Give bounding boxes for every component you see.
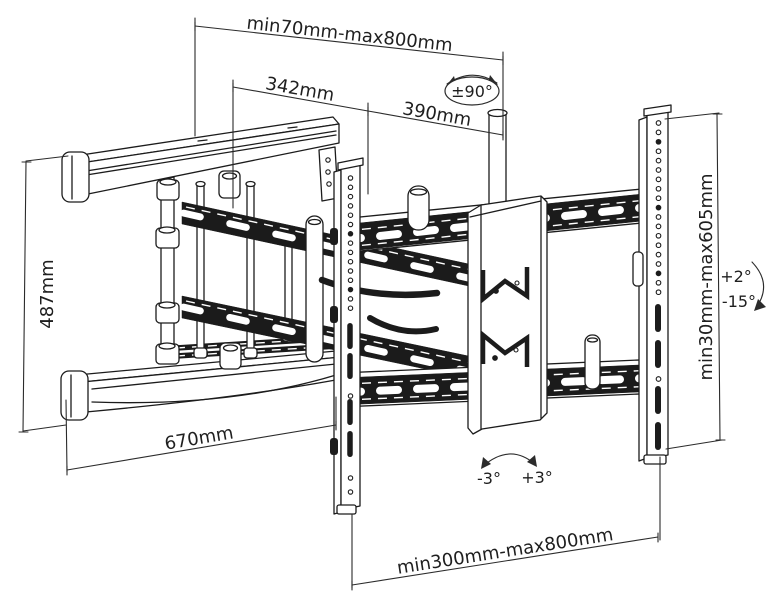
mount-hole [347, 258, 354, 265]
mount-hole [655, 251, 662, 258]
upper-arm [61, 116, 340, 203]
tv-bracket-right-rail [632, 104, 672, 465]
band-slot [598, 206, 624, 216]
level-annotation: -3° +3° [477, 453, 553, 488]
mount-hole [655, 214, 662, 220]
level-pos-label: +3° [521, 468, 553, 487]
band-slot [410, 355, 434, 367]
mount-hole [347, 249, 354, 256]
band-slot [180, 209, 204, 221]
mount-hole [347, 221, 354, 228]
mount-hole [347, 231, 354, 237]
mount-hole [655, 120, 662, 126]
tilt-up-label: +2° [720, 267, 752, 286]
dim-top-label: min70mm-max800mm [246, 13, 454, 57]
rail-slot [347, 353, 353, 379]
mount-hole [347, 305, 354, 311]
tv-bracket-left-rail [330, 157, 364, 515]
mount-hole [347, 277, 354, 284]
dimension-bottom-width: min300mm-max800mm [351, 456, 661, 591]
level-arrow-right-icon [527, 455, 537, 467]
band-slot [226, 220, 250, 231]
band-slot [272, 324, 296, 336]
mount-hole [347, 184, 354, 191]
band-slot [180, 303, 204, 315]
hinge-bracket [318, 146, 339, 202]
mount-hole [347, 296, 354, 302]
rail-slot [655, 422, 661, 450]
arm-hinge-plate [155, 176, 180, 365]
linkage-posts [193, 170, 296, 370]
mount-hole [655, 167, 662, 173]
mount-hole [655, 185, 662, 192]
rail-slot [655, 304, 661, 332]
wall-plate-bracket [467, 108, 548, 435]
mount-hole [655, 376, 662, 382]
pivot-shaft [305, 215, 324, 363]
swivel-annotation: ±90° [444, 74, 500, 106]
swivel-label: ±90° [451, 82, 493, 101]
mount-hole [655, 195, 662, 202]
rail-spacer-cylinder [584, 334, 601, 390]
lower-chevron [480, 330, 530, 367]
band-slot [561, 210, 587, 220]
mount-hole [347, 268, 354, 274]
upper-chevron [480, 267, 530, 304]
mount-hole [655, 138, 662, 145]
level-arrow-left-icon [481, 457, 491, 469]
mount-hole [347, 286, 354, 293]
rail-slot [347, 399, 353, 425]
dim-right-label: min30mm-max605mm [696, 173, 717, 380]
mount-hole [655, 223, 662, 230]
mount-hole [655, 270, 662, 277]
mount-hole [347, 212, 354, 218]
band-slot [364, 251, 388, 263]
mount-hole [655, 157, 662, 164]
band-slot [598, 375, 624, 385]
band-slot [410, 262, 434, 273]
dimension-right-height: min30mm-max605mm [664, 112, 726, 450]
dim-487-label: 487mm [37, 259, 58, 328]
mount-hole [655, 279, 662, 286]
dim-670-label: 670mm [163, 422, 235, 454]
tilt-arrow-icon [754, 299, 766, 311]
rail-slot [347, 431, 353, 457]
rail-slot [655, 386, 661, 414]
mount-hole [655, 261, 662, 267]
band-slot [376, 230, 402, 240]
dim-342-label: 342mm [264, 73, 336, 106]
band-slot [561, 377, 587, 386]
mount-hole [347, 193, 354, 200]
mount-hole [347, 203, 354, 209]
dimension-487: 487mm [18, 155, 69, 433]
arm-rail-upper [180, 201, 480, 289]
rail-pivot-cylinder [407, 185, 430, 231]
mount-hole [347, 475, 354, 481]
band-slot [364, 344, 388, 356]
band-slot [226, 313, 250, 325]
mount-hole [347, 240, 354, 246]
mount-hole [655, 148, 662, 155]
mount-hole [655, 289, 662, 296]
tilt-annotation: +2° -15° [720, 261, 766, 311]
level-neg-label: -3° [477, 469, 501, 488]
band-slot [413, 384, 439, 393]
mount-hole [347, 175, 354, 181]
mount-hole [347, 489, 354, 495]
tilt-down-label: -15° [722, 292, 756, 311]
rail-slot [347, 323, 353, 349]
rail-slot [655, 340, 661, 368]
band-slot [272, 230, 296, 242]
mount-hole [347, 393, 354, 399]
band-slot [376, 385, 402, 395]
mount-hole [655, 232, 662, 239]
mount-hole [655, 129, 662, 136]
dim-bottom-label: min300mm-max800mm [396, 524, 615, 579]
mount-hole [655, 242, 662, 249]
mount-hole [655, 176, 662, 183]
mount-hole [655, 204, 662, 211]
